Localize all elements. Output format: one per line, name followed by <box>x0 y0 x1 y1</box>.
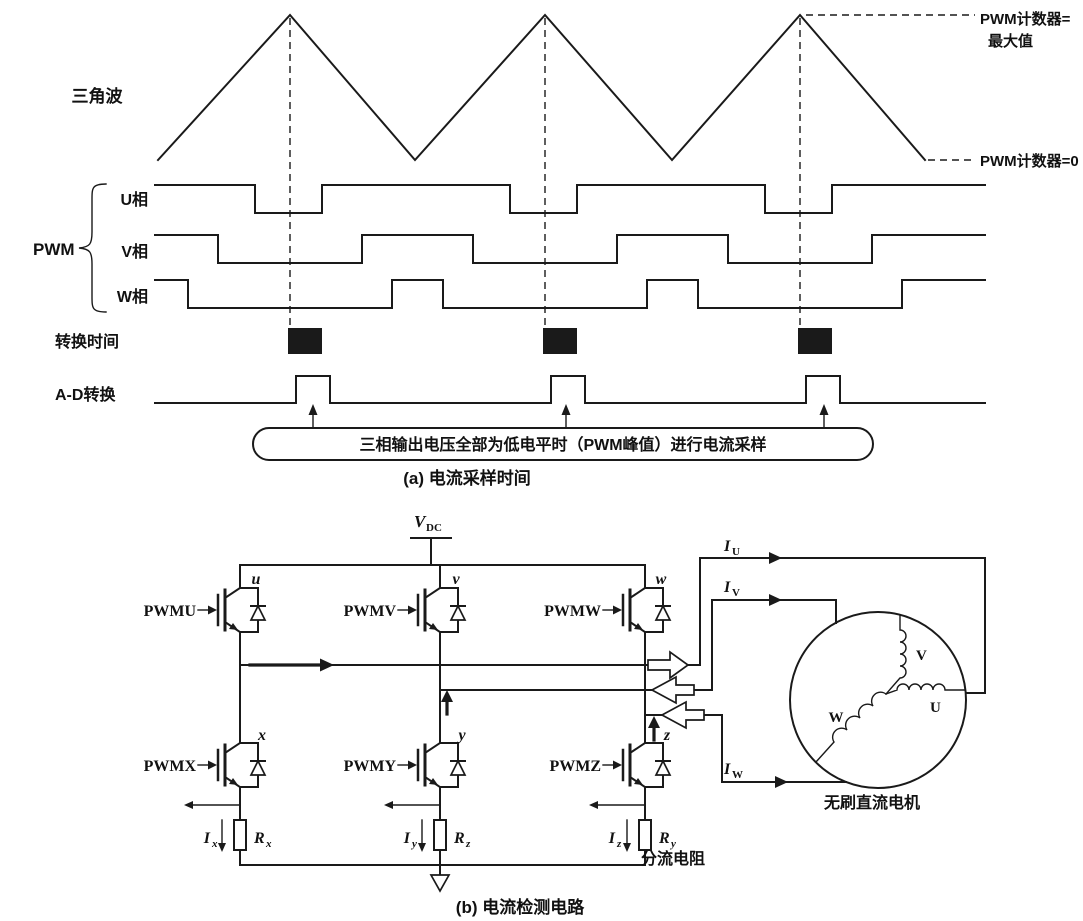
iy-sub-label: y <box>410 838 417 850</box>
conversion-block-3 <box>798 328 832 354</box>
winding-v-coil <box>885 614 907 695</box>
triangle-wave-label: 三角波 <box>72 86 124 106</box>
pwmx-label: PWMX <box>144 758 197 775</box>
sampling-note-box <box>252 427 874 461</box>
igbt-u: PWMU u <box>144 564 267 744</box>
iv-sub-label: V <box>732 587 740 599</box>
shunt-leg1: I x R x <box>184 801 272 866</box>
current-detection-circuit: V DC PWMU u PWMX <box>144 512 986 917</box>
transistor-w-label: w <box>656 571 667 588</box>
iy-label: I <box>403 830 411 847</box>
iw-label: I <box>723 761 731 778</box>
phase-u-waveform <box>154 184 986 214</box>
conversion-block-1 <box>288 328 322 354</box>
caption-part-a: (a) 电流采样时间 <box>403 468 531 488</box>
vdc-supply: V DC <box>410 512 452 566</box>
winding-u-label: U <box>930 700 941 716</box>
pwmu-label: PWMU <box>144 603 197 620</box>
block-arrow-left-1 <box>650 675 695 705</box>
igbt-y: PWMY y <box>344 727 466 821</box>
rz-sub-label: z <box>465 838 471 850</box>
winding-w-coil <box>815 691 887 763</box>
ad-conversion-waveform <box>154 375 986 404</box>
block-arrow-right <box>647 650 690 680</box>
shunt-leg2: I y R z <box>384 801 471 866</box>
timing-diagram: 三角波 PWM计数器= 最大值 PWM计数器=0 PWM U相 V相 W相 转换… <box>33 10 1079 488</box>
motor: V U W 无刷直流电机 <box>789 611 967 812</box>
transistor-u-label: u <box>252 571 261 588</box>
iw-sub-label: W <box>732 769 743 781</box>
block-arrow-left-2 <box>660 700 705 730</box>
iv-label: I <box>723 579 731 596</box>
pwmz-label: PWMZ <box>549 758 601 775</box>
ad-conversion-label: A-D转换 <box>55 385 116 404</box>
vdc-sub-label: DC <box>426 522 442 534</box>
igbt-x: PWMX x <box>144 727 267 821</box>
conversion-time-label: 转换时间 <box>55 332 119 351</box>
motor-circle <box>789 611 967 789</box>
winding-w-label: W <box>829 710 844 726</box>
counter-max-label-line1: PWM计数器= <box>980 10 1071 28</box>
vdc-label: V <box>414 512 427 531</box>
igbt-w: PWMW w <box>544 564 672 744</box>
rx-label: R <box>253 830 265 847</box>
iu-label: I <box>723 538 731 555</box>
transistor-y-label: y <box>456 727 466 744</box>
rz-label: R <box>453 830 465 847</box>
transistor-v-label: v <box>452 571 460 588</box>
ix-sub-label: x <box>211 838 218 850</box>
pwmy-label: PWMY <box>344 758 397 775</box>
shunt-leg3: I z R y 分流电阻 <box>589 801 705 868</box>
conversion-block-2 <box>543 328 577 354</box>
caption-part-b: (b) 电流检测电路 <box>456 897 585 917</box>
counter-max-label-line2: 最大值 <box>988 32 1033 50</box>
phase-w-label: W相 <box>117 287 148 306</box>
phase-u-line <box>239 557 986 694</box>
phase-w-line <box>644 714 847 783</box>
phase-u-label: U相 <box>120 190 148 209</box>
igbt-z: PWMZ z <box>549 727 672 821</box>
pwm-group-label: PWM <box>33 240 75 259</box>
pwm-brace <box>78 183 107 313</box>
transistor-z-label: z <box>663 727 671 744</box>
sampling-note-text: 三相输出电压全部为低电平时（PWM峰值）进行电流采样 <box>359 435 766 454</box>
phase-v-line <box>439 599 837 691</box>
winding-v-label: V <box>916 648 927 664</box>
sampling-note-arrows <box>308 404 829 429</box>
phase-v-label: V相 <box>121 242 148 261</box>
counter-zero-label: PWM计数器=0 <box>980 152 1079 170</box>
transistor-x-label: x <box>257 727 266 744</box>
winding-u-coil <box>885 683 966 695</box>
rx-sub-label: x <box>265 838 272 850</box>
shunt-resistor-label: 分流电阻 <box>641 849 705 868</box>
ry-sub-label: y <box>669 838 676 850</box>
ground-symbol <box>429 864 451 893</box>
phase-w-waveform <box>154 279 986 309</box>
pwmv-label: PWMV <box>344 603 397 620</box>
phase-v-waveform <box>154 234 986 264</box>
phase-output-lines: I U I V I W <box>239 538 986 788</box>
motor-label: 无刷直流电机 <box>823 793 920 812</box>
triangle-wave-path <box>156 13 927 162</box>
iz-label: I <box>608 830 616 847</box>
ry-label: R <box>658 830 670 847</box>
igbt-v: PWMV v <box>344 564 467 744</box>
iu-sub-label: U <box>732 546 740 558</box>
pwmw-label: PWMW <box>544 603 601 620</box>
iz-sub-label: z <box>616 838 622 850</box>
ix-label: I <box>203 830 211 847</box>
